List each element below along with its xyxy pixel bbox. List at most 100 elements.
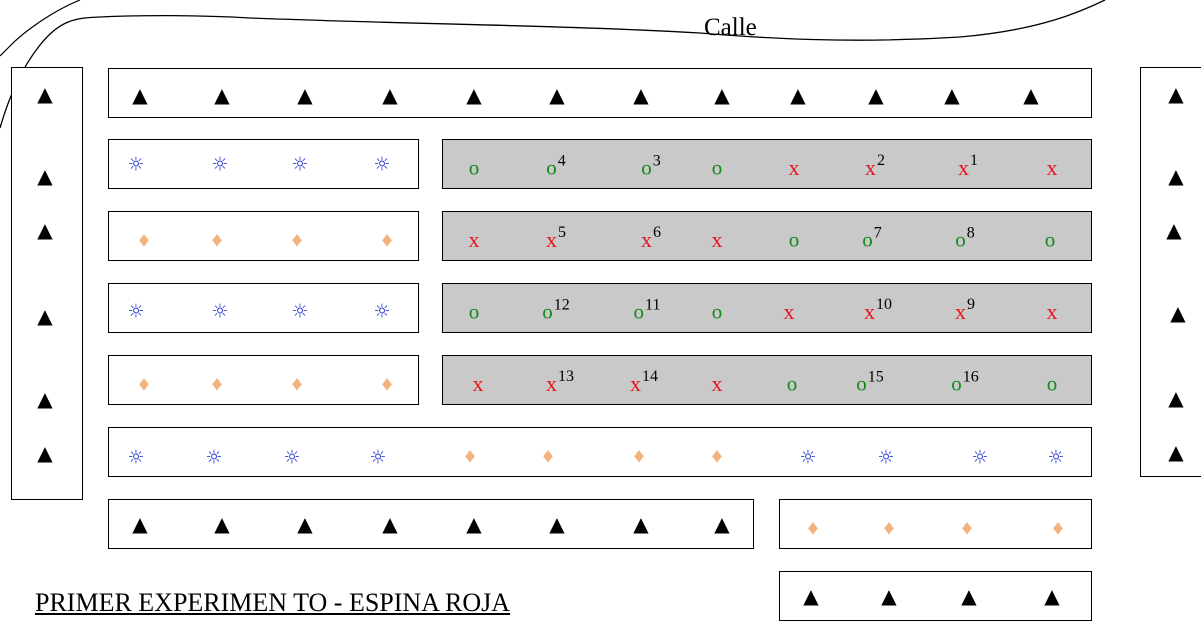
- treatment-x-marker: x13: [546, 369, 574, 396]
- triangle-marker: ▲: [214, 83, 230, 107]
- triangle-marker: ▲: [944, 83, 960, 107]
- diamond-marker: ♦: [379, 231, 395, 252]
- treatment-symbol: o: [633, 299, 645, 324]
- plant-number: 9: [967, 296, 975, 313]
- treatment-symbol: x: [630, 371, 641, 396]
- triangle-marker: ▲: [37, 82, 53, 106]
- treatment-x-marker: x14: [630, 369, 658, 396]
- plant-number: 15: [867, 368, 884, 386]
- triangle-marker: ▲: [1166, 218, 1182, 242]
- treatment-x-marker: x5: [546, 225, 566, 251]
- treatment-o-marker: o4: [546, 153, 566, 180]
- treatment-symbol: x: [1046, 155, 1058, 180]
- diamond-marker: ♦: [209, 231, 225, 252]
- triangle-marker: ▲: [37, 218, 53, 242]
- triangle-marker: ▲: [714, 83, 730, 107]
- diamond-marker: ♦: [805, 519, 821, 540]
- plant-number: 3: [652, 152, 661, 170]
- treatment-symbol: o: [955, 227, 966, 252]
- sun-marker: ☼: [211, 300, 229, 323]
- treatment-symbol: x: [864, 299, 875, 324]
- plant-number: 6: [653, 224, 661, 241]
- triangle-marker: ▲: [1044, 584, 1060, 608]
- row2-experimental-plot: [442, 211, 1092, 261]
- diamond-marker: ♦: [881, 519, 897, 540]
- diamond-marker: ♦: [289, 231, 305, 252]
- diamond-marker: ♦: [289, 375, 305, 396]
- triangle-marker: ▲: [37, 164, 53, 188]
- triangle-marker: ▲: [466, 83, 482, 107]
- triangle-marker: ▲: [633, 512, 649, 536]
- triangle-marker: ▲: [466, 512, 482, 536]
- sun-marker: ☼: [1047, 446, 1065, 469]
- treatment-o-marker: o12: [542, 297, 570, 324]
- treatment-o-marker: o7: [862, 225, 882, 251]
- treatment-x-marker: x1: [958, 153, 978, 180]
- triangle-marker: ▲: [132, 83, 148, 107]
- plant-number: 4: [557, 152, 566, 170]
- triangle-marker: ▲: [633, 83, 649, 107]
- triangle-marker: ▲: [868, 83, 884, 107]
- triangle-marker: ▲: [1170, 301, 1186, 325]
- plant-number: 14: [642, 368, 658, 385]
- triangle-marker: ▲: [881, 584, 897, 608]
- treatment-symbol: o: [711, 299, 723, 324]
- diamond-marker: ♦: [136, 375, 152, 396]
- treatment-symbol: x: [711, 227, 723, 252]
- row3-experimental-plot: [442, 283, 1092, 333]
- triangle-marker: ▲: [803, 584, 819, 608]
- treatment-symbol: x: [546, 371, 557, 396]
- triangle-marker: ▲: [382, 83, 398, 107]
- treatment-x-marker: x9: [955, 297, 975, 323]
- triangle-marker: ▲: [549, 512, 565, 536]
- sun-marker: ☼: [205, 446, 223, 469]
- triangle-marker: ▲: [1168, 164, 1184, 188]
- treatment-symbol: o: [641, 155, 652, 180]
- triangle-marker: ▲: [297, 83, 313, 107]
- treatment-x-marker: x: [1047, 157, 1058, 179]
- triangle-marker: ▲: [1168, 82, 1184, 106]
- diamond-marker: ♦: [136, 231, 152, 252]
- treatment-symbol: o: [546, 155, 557, 180]
- treatment-symbol: o: [856, 371, 867, 396]
- treatment-x-marker: x: [469, 229, 480, 251]
- sun-marker: ☼: [127, 153, 145, 176]
- triangle-marker: ▲: [790, 83, 806, 107]
- triangle-marker: ▲: [132, 512, 148, 536]
- treatment-x-marker: x2: [865, 153, 885, 180]
- treatment-o-marker: o: [787, 373, 798, 395]
- diamond-marker: ♦: [1050, 519, 1066, 540]
- row6-right-bed: [779, 499, 1092, 549]
- treatment-x-marker: x: [789, 157, 800, 179]
- treatment-symbol: x: [783, 299, 795, 324]
- treatment-x-marker: x: [712, 229, 723, 251]
- treatment-o-marker: o: [711, 299, 723, 324]
- plant-number: 7: [873, 224, 882, 242]
- treatment-symbol: o: [1044, 227, 1056, 252]
- treatment-o-marker: o11: [633, 297, 661, 324]
- triangle-marker: ▲: [37, 387, 53, 411]
- treatment-symbol: x: [1046, 299, 1058, 324]
- treatment-x-marker: x10: [864, 297, 892, 324]
- sun-marker: ☼: [369, 446, 387, 469]
- treatment-symbol: o: [468, 155, 480, 180]
- treatment-x-marker: x: [473, 373, 484, 395]
- diamond-marker: ♦: [959, 519, 975, 540]
- treatment-symbol: x: [958, 155, 969, 180]
- plant-number: 10: [876, 296, 892, 313]
- treatment-o-marker: o8: [955, 225, 975, 252]
- plant-number: 13: [558, 368, 574, 385]
- row3-left-bed: [108, 283, 419, 333]
- treatment-symbol: o: [542, 299, 553, 324]
- triangle-marker: ▲: [549, 83, 565, 107]
- experiment-title: PRIMER EXPERIMEN TO - ESPINA ROJA: [35, 588, 511, 617]
- diamond-marker: ♦: [709, 447, 725, 468]
- diamond-marker: ♦: [631, 447, 647, 468]
- diamond-marker: ♦: [462, 447, 478, 468]
- triangle-marker: ▲: [37, 441, 53, 465]
- diamond-marker: ♦: [540, 447, 556, 468]
- treatment-symbol: o: [788, 227, 800, 252]
- triangle-marker: ▲: [1168, 386, 1184, 410]
- treatment-symbol: x: [865, 155, 876, 180]
